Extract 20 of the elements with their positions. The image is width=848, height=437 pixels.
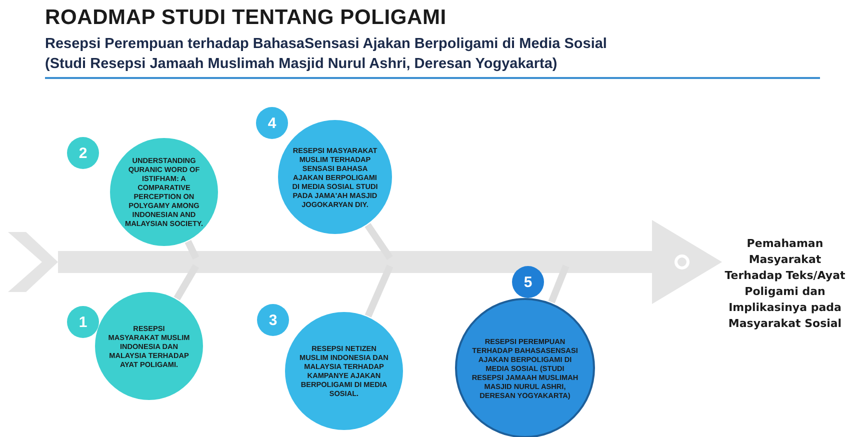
- number-badge: [67, 137, 99, 169]
- number-badge: [512, 266, 544, 298]
- number-badge: [257, 304, 289, 336]
- badge-number: 5: [524, 274, 532, 290]
- bone-line: [184, 240, 200, 260]
- title: ROADMAP STUDI TENTANG POLIGAMI: [45, 6, 446, 30]
- subtitle: Resepsi Perempuan terhadap BahasaSensasi Ajakan Berpoligami di Media Sosial: [45, 36, 607, 52]
- bone-line: [548, 264, 570, 304]
- badge-number: 3: [268, 312, 278, 328]
- badge-number: 2: [78, 144, 88, 162]
- spine-arrow: [58, 218, 724, 306]
- badge-number: 4: [268, 114, 276, 132]
- number-badge: [67, 306, 99, 338]
- number-badge: [256, 107, 288, 139]
- bone-line: [364, 264, 394, 318]
- fish-tail-drawing: [8, 232, 58, 292]
- outcome-text: Pemahaman Masyarakat Terhadap Teks/Ayat Poligami dan Implikasinya pada Masyarakat Sosial: [724, 236, 846, 332]
- subtitle: (Studi Resepsi Jamaah Muslimah Masjid Nurul Ashri, Deresan Yogyakarta): [45, 56, 558, 72]
- bone-line: [364, 223, 393, 260]
- badge-number: 1: [78, 314, 88, 330]
